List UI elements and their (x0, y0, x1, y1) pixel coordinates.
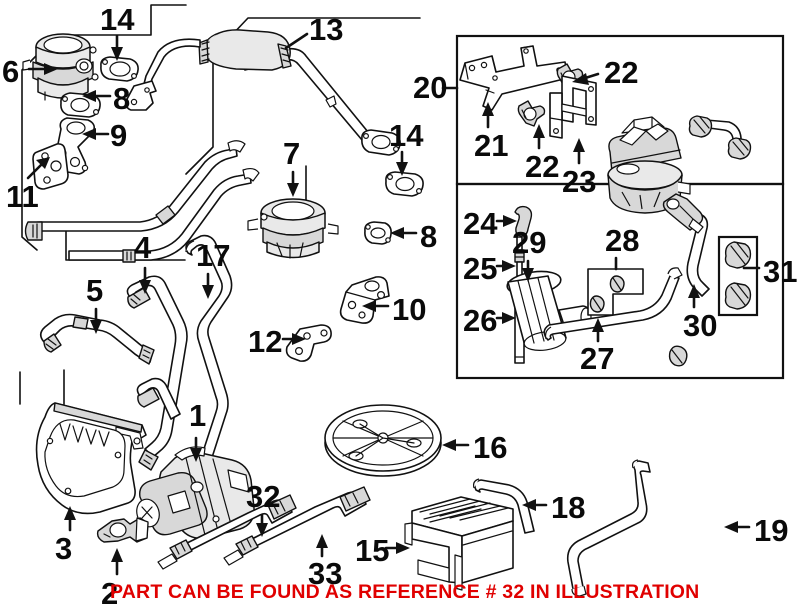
hose-upper-long (24, 140, 246, 241)
callout-7: 7 (283, 136, 301, 171)
part-16-impeller (324, 404, 442, 477)
callout-29: 29 (512, 225, 547, 260)
hose-item-1-feed (136, 377, 181, 420)
part-3-air-pump-bracket (35, 402, 147, 515)
callout-2: 2 (101, 576, 119, 611)
callout-14a: 14 (100, 2, 135, 37)
callout-11: 11 (6, 179, 39, 214)
hose-panel1-right (688, 115, 752, 160)
part-33-oxygen-sensor (223, 486, 371, 566)
callout-6: 6 (2, 54, 20, 89)
callout-25: 25 (463, 251, 498, 286)
callout-18: 18 (551, 490, 586, 525)
part-25-pin (514, 236, 525, 277)
part-14-gasket-b (385, 171, 424, 197)
callout-22b: 22 (525, 149, 560, 184)
part-6-egr-valve (22, 33, 99, 102)
callout-32: 32 (246, 479, 281, 514)
callout-8b: 8 (420, 219, 438, 254)
part-15-relay (404, 496, 514, 591)
part-1-air-pump (136, 446, 255, 540)
callout-26: 26 (463, 303, 498, 338)
callout-14b: 14 (389, 118, 424, 153)
hose-upper-long-2 (68, 167, 260, 263)
callout-21: 21 (474, 128, 509, 163)
callout-10: 10 (392, 292, 427, 327)
callout-1: 1 (189, 398, 207, 433)
callout-30: 30 (683, 308, 718, 343)
part-14-gasket-a (100, 56, 139, 82)
callout-27: 27 (580, 341, 615, 376)
part-22-grommet-c (662, 193, 704, 234)
callout-17: 17 (196, 238, 231, 273)
leader-lines (26, 32, 761, 576)
callout-5: 5 (86, 273, 104, 308)
callout-9: 9 (110, 118, 128, 153)
part-24-clip (514, 205, 533, 237)
part-28-seal-set (587, 268, 644, 316)
part-18-vacuum-hose (472, 478, 535, 534)
callout-19: 19 (754, 513, 789, 548)
seal-loose-a (668, 345, 688, 367)
part-7-check-valve (247, 198, 339, 259)
reference-footnote: PART CAN BE FOUND AS REFERENCE # 32 IN I… (110, 581, 700, 603)
part-19-vacuum-hose (566, 459, 651, 597)
callout-24: 24 (463, 206, 498, 241)
callout-3: 3 (55, 531, 73, 566)
part-22-grommet-b (517, 100, 546, 127)
callout-4: 4 (134, 230, 152, 265)
callout-33: 33 (308, 556, 343, 591)
part-8-gasket-b (364, 221, 392, 245)
part-2-check-valve (96, 517, 149, 543)
part-27-air-hose (543, 267, 683, 341)
callout-22a: 22 (604, 55, 639, 90)
part-10-bracket (339, 276, 390, 324)
part-12-bracket (285, 324, 332, 362)
part-31-hose-clamp-set (717, 235, 759, 317)
callout-28: 28 (605, 223, 640, 258)
callout-20: 20 (413, 70, 448, 105)
part-13-egr-pipe (125, 29, 401, 156)
callout-16: 16 (473, 430, 508, 465)
callout-13: 13 (309, 12, 344, 47)
part-11-egr-valve-gasket (32, 143, 69, 190)
part-32-oxygen-sensor (157, 494, 297, 570)
callout-23: 23 (562, 164, 597, 199)
part-23-bracket-plate (549, 75, 597, 139)
callout-31: 31 (763, 254, 798, 289)
callout-12: 12 (248, 324, 283, 359)
callout-15: 15 (355, 533, 390, 568)
callout-8a: 8 (113, 81, 131, 116)
